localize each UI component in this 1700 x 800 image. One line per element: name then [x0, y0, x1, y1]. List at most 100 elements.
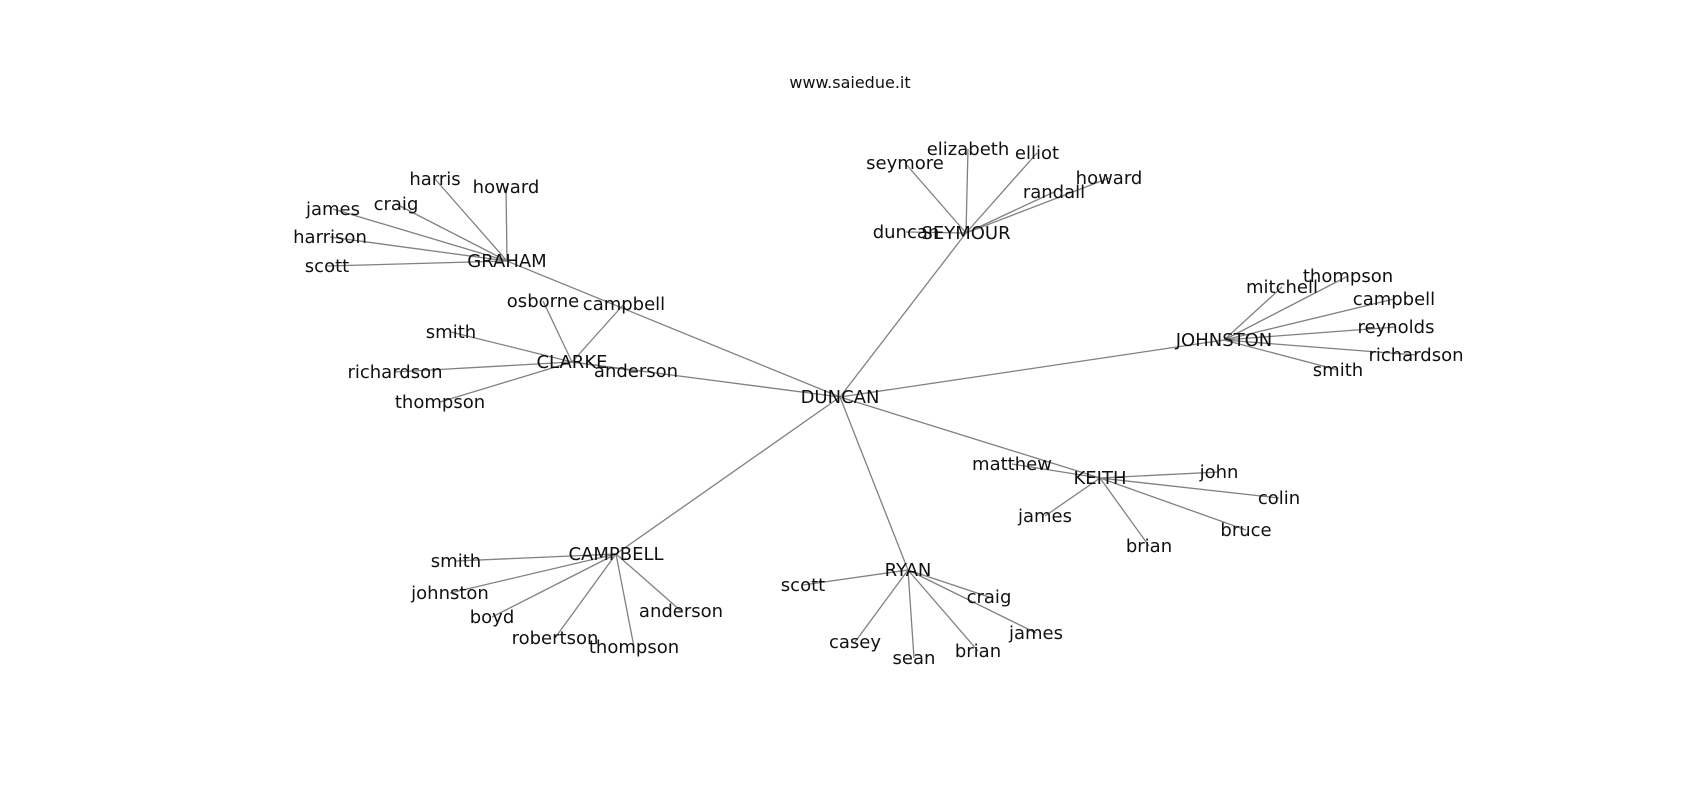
node-leaf-seymour-seymore: seymore: [866, 153, 944, 174]
node-leaf-seymour-elliot: elliot: [1015, 143, 1059, 164]
edge-seymour-elizabeth: [965, 148, 969, 234]
node-leaf-graham-harrison: harrison: [293, 227, 367, 248]
node-leaf-campbell-thompson: thompson: [589, 637, 679, 658]
node-leaf-johnston-reynolds: reynolds: [1358, 317, 1435, 338]
node-leaf-campbell-anderson: anderson: [639, 601, 723, 622]
edge-keith-colin: [1099, 477, 1280, 499]
edges: [326, 148, 1417, 659]
node-leaf-keith-brian: brian: [1126, 536, 1172, 557]
edge-keith-james: [1044, 477, 1101, 517]
node-leaf-clarke-campbell: campbell: [583, 294, 665, 315]
edge-ryan-brian: [907, 569, 979, 652]
node-hub-keith: KEITH: [1073, 468, 1126, 489]
node-leaf-ryan-brian: brian: [955, 641, 1001, 662]
edge-seymour-randall: [965, 191, 1055, 234]
node-leaf-campbell-boyd: boyd: [470, 607, 515, 628]
node-leaf-graham-scott: scott: [305, 256, 349, 277]
edge-johnston-richardson: [1223, 339, 1417, 356]
node-leaf-seymour-howard: howard: [1076, 168, 1143, 189]
edge-graham-james: [332, 208, 508, 262]
edge-ryan-craig: [907, 569, 990, 598]
edge-keith-brian: [1099, 477, 1150, 547]
edge-johnston-reynolds: [1223, 326, 1397, 341]
edge-root-johnston: [839, 339, 1225, 398]
node-leaf-graham-craig: craig: [374, 194, 419, 215]
edge-graham-harrison: [329, 236, 508, 262]
node-leaf-clarke-richardson: richardson: [347, 362, 442, 383]
edge-root-keith: [839, 396, 1101, 479]
edge-keith-matthew: [1011, 463, 1101, 479]
edge-campbell-johnston: [449, 553, 617, 594]
edge-campbell-thompson: [615, 553, 635, 648]
edge-campbell-smith: [455, 553, 617, 562]
node-leaf-seymour-elizabeth: elizabeth: [927, 139, 1010, 160]
node-leaf-ryan-sean: sean: [893, 648, 936, 669]
node-leaf-ryan-james: james: [1008, 623, 1063, 644]
node-leaf-johnston-mitchell: mitchell: [1246, 277, 1318, 298]
edge-root-graham: [506, 260, 841, 398]
node-leaf-campbell-robertson: robertson: [512, 628, 599, 649]
edge-johnston-thompson: [1223, 275, 1349, 341]
edge-clarke-smith: [450, 331, 573, 363]
node-leaf-seymour-duncan: duncan: [873, 222, 940, 243]
node-hub-ryan: RYAN: [885, 560, 932, 581]
node-hub-clarke: CLARKE: [536, 352, 607, 373]
node-leaf-seymour-randall: randall: [1023, 182, 1085, 203]
edge-johnston-campbell: [1223, 298, 1395, 341]
edge-clarke-thompson: [439, 361, 573, 403]
node-leaf-graham-howard: howard: [473, 177, 540, 198]
edge-ryan-sean: [907, 569, 915, 659]
node-hub-johnston: JOHNSTON: [1175, 330, 1273, 351]
node-leaf-clarke-thompson: thompson: [395, 392, 485, 413]
node-leaf-graham-harris: harris: [409, 169, 460, 190]
edge-clarke-osborne: [542, 300, 573, 363]
edge-ryan-james: [907, 569, 1037, 634]
node-leaf-clarke-osborne: osborne: [507, 291, 579, 312]
edge-graham-howard: [505, 186, 508, 262]
node-leaf-johnston-thompson: thompson: [1303, 266, 1393, 287]
edge-ryan-scott: [802, 569, 909, 586]
node-leaf-campbell-smith: smith: [431, 551, 481, 572]
edge-seymour-duncan: [905, 231, 967, 234]
edge-seymour-elliot: [965, 152, 1038, 234]
edge-graham-craig: [395, 203, 508, 262]
node-leaf-clarke-smith: smith: [426, 322, 476, 343]
edge-seymour-howard: [965, 177, 1110, 234]
node-labels: DUNCAN GRAHAM harris howard craig james harris…: [293, 139, 1463, 669]
edge-keith-bruce: [1099, 477, 1247, 531]
edge-campbell-boyd: [491, 553, 617, 618]
edge-keith-john: [1099, 471, 1220, 479]
node-leaf-keith-john: john: [1199, 462, 1239, 483]
edge-clarke-campbell: [571, 303, 625, 363]
edge-seymour-seymore: [904, 162, 967, 234]
edge-campbell-anderson: [615, 553, 682, 612]
node-hub-graham: GRAHAM: [467, 251, 546, 272]
edge-johnston-smith: [1223, 339, 1339, 371]
node-leaf-keith-james: james: [1017, 506, 1072, 527]
node-leaf-ryan-craig: craig: [967, 587, 1012, 608]
edge-clarke-richardson: [394, 361, 573, 373]
edge-ryan-casey: [854, 569, 909, 643]
node-leaf-keith-matthew: matthew: [972, 454, 1052, 475]
edge-clarke-anderson: [571, 361, 637, 372]
node-hub-seymour: SEYMOUR: [921, 223, 1010, 244]
node-leaf-ryan-scott: scott: [781, 575, 825, 596]
node-root-duncan: DUNCAN: [801, 387, 880, 408]
site-watermark: www.saiedue.it: [789, 73, 910, 92]
edge-graham-scott: [326, 260, 508, 267]
node-leaf-keith-bruce: bruce: [1220, 520, 1271, 541]
node-leaf-johnston-smith: smith: [1313, 360, 1363, 381]
edge-root-seymour: [839, 232, 967, 398]
node-leaf-graham-james: james: [305, 199, 360, 220]
node-leaf-campbell-johnston: johnston: [410, 583, 489, 604]
node-leaf-johnston-campbell: campbell: [1353, 289, 1435, 310]
node-leaf-clarke-anderson: anderson: [594, 361, 678, 382]
edge-johnston-mitchell: [1223, 286, 1283, 341]
node-leaf-ryan-casey: casey: [829, 632, 881, 653]
node-leaf-johnston-richardson: richardson: [1368, 345, 1463, 366]
node-hub-campbell: CAMPBELL: [568, 544, 663, 565]
node-leaf-keith-colin: colin: [1258, 488, 1300, 509]
edge-campbell-robertson: [554, 553, 617, 639]
edge-root-campbell: [615, 396, 841, 555]
